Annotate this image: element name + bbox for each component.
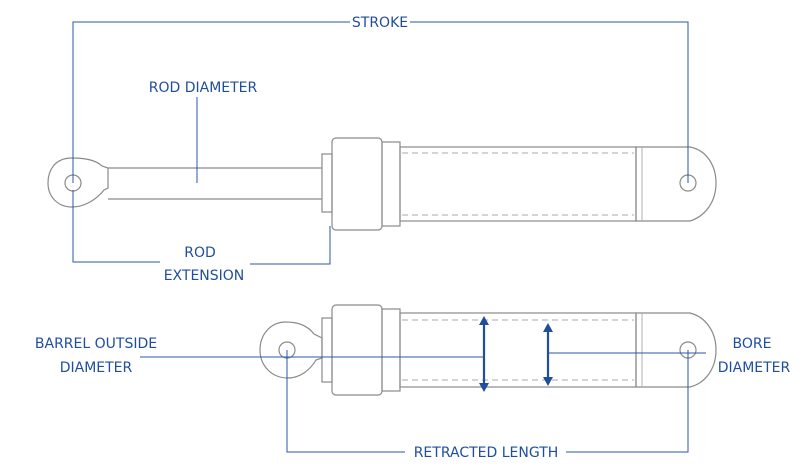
stroke-right-leader bbox=[410, 21, 689, 183]
rod-extension-label-line2: EXTENSION bbox=[164, 268, 245, 284]
extended-cylinder bbox=[47, 137, 717, 231]
head-collar bbox=[381, 141, 401, 227]
retracted-cylinder bbox=[259, 304, 717, 396]
bore-label-line1: BORE bbox=[733, 336, 772, 352]
piston-rod bbox=[108, 167, 322, 200]
rod-extension-right-leader bbox=[250, 226, 331, 265]
barrel-od-label-line2: DIAMETER bbox=[60, 360, 133, 376]
retracted-gland-head bbox=[331, 304, 383, 396]
bore-label-line2: DIAMETER bbox=[718, 360, 791, 376]
barrel-od-arrowhead-bottom bbox=[479, 383, 489, 392]
retracted-barrel bbox=[399, 312, 637, 388]
retracted-left-leader bbox=[286, 350, 405, 453]
rod-end-eye bbox=[47, 157, 109, 208]
bore-arrowhead-top bbox=[543, 323, 553, 332]
barrel-od-arrowhead-top bbox=[479, 316, 489, 325]
retracted-right-leader bbox=[566, 350, 689, 453]
stroke-left-leader bbox=[72, 21, 350, 183]
retracted-gland-nut bbox=[321, 317, 333, 383]
barrel bbox=[399, 146, 637, 222]
retracted-head-collar bbox=[381, 308, 401, 392]
barrel-od-label-line1: BARREL OUTSIDE bbox=[35, 336, 157, 352]
bore-arrowhead-bottom bbox=[543, 377, 553, 386]
rod-extension-label-line1: ROD bbox=[184, 245, 216, 261]
stroke-label: STROKE bbox=[352, 15, 408, 31]
rod-extension-left-leader bbox=[72, 190, 160, 263]
rod-diameter-label: ROD DIAMETER bbox=[149, 80, 258, 96]
retracted-length-label: RETRACTED LENGTH bbox=[414, 445, 559, 461]
gland-head bbox=[331, 137, 383, 231]
retracted-rod-eye bbox=[259, 321, 323, 379]
cap-end bbox=[635, 146, 717, 222]
retracted-cap-end bbox=[635, 312, 717, 388]
gland-nut bbox=[321, 153, 333, 213]
